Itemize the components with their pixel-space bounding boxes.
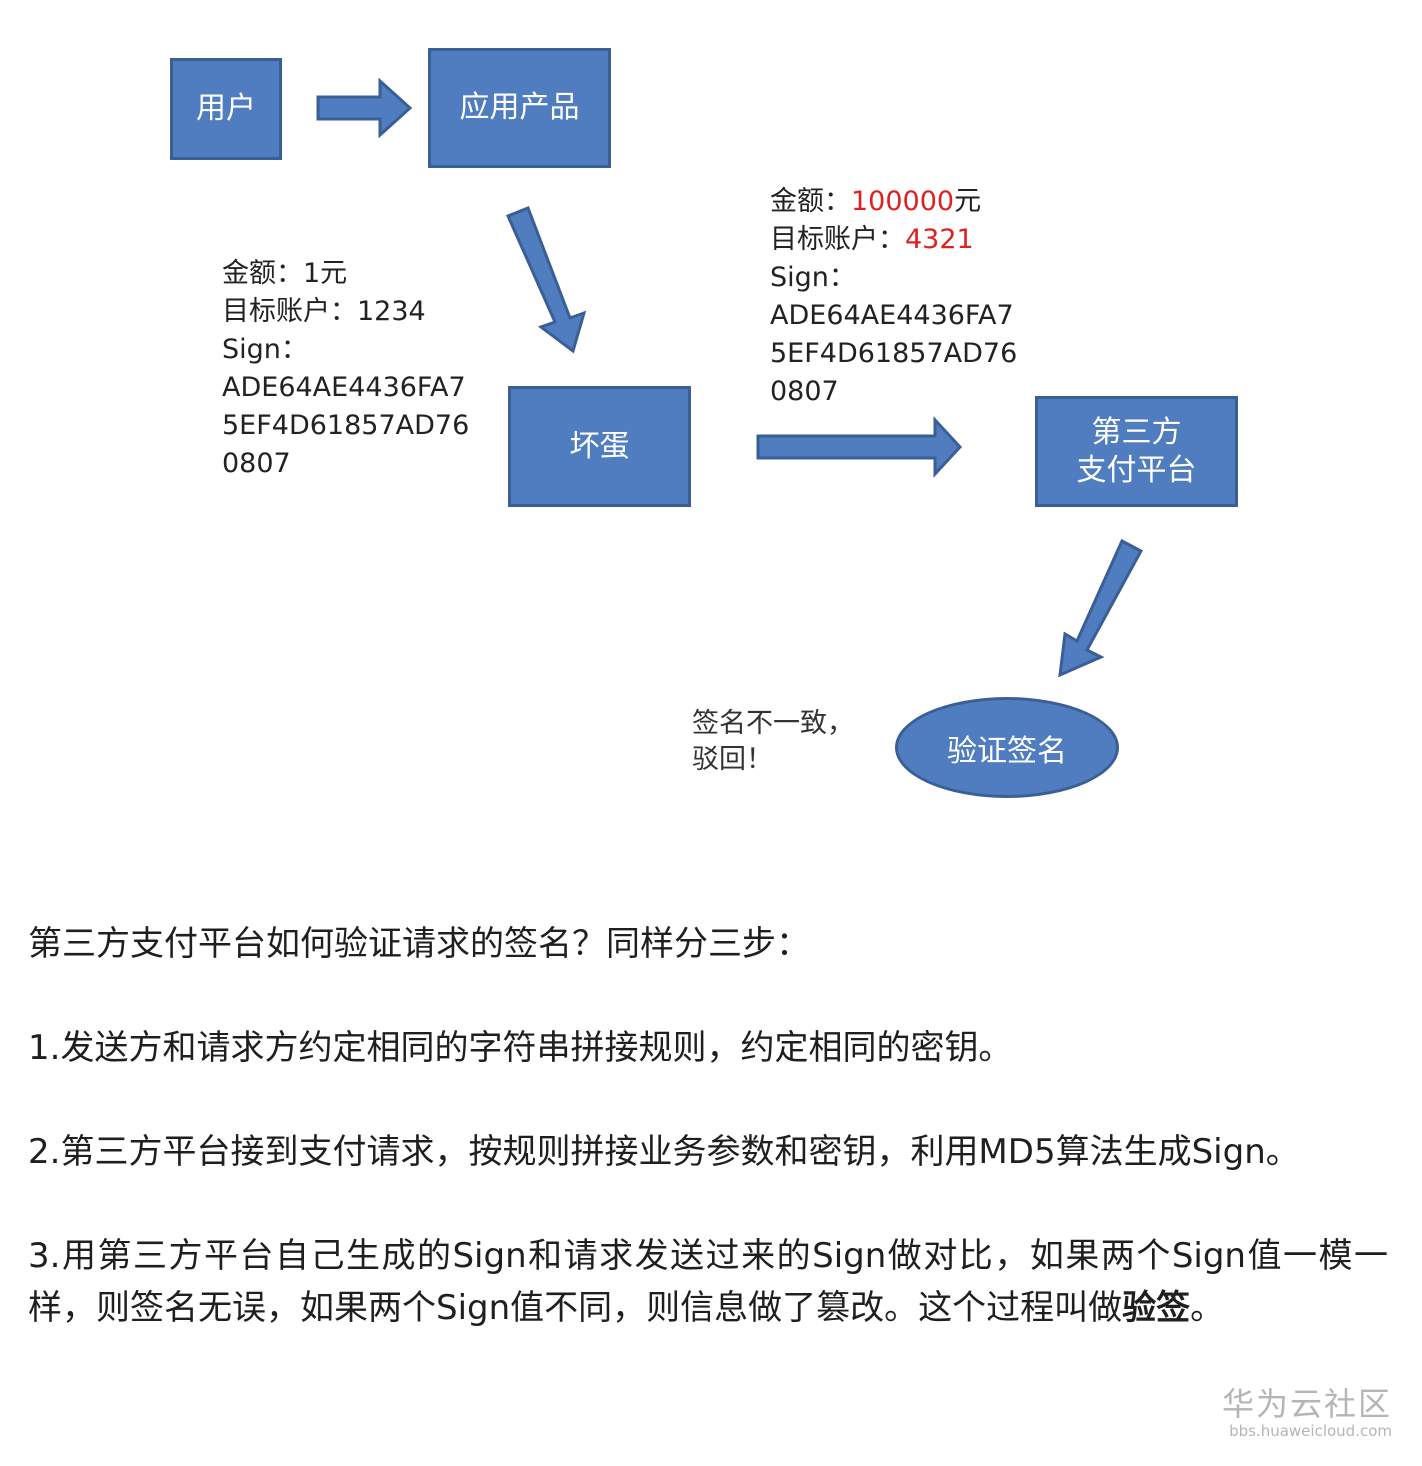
tampered-amount-value: 100000 (851, 186, 955, 217)
reject-line1: 签名不一致， (692, 708, 854, 739)
article-step3-bold: 验签 (1122, 1288, 1191, 1328)
article-step1: 1.发送方和请求方约定相同的字符串拼接规则，约定相同的密钥。 (28, 1028, 1013, 1068)
original-sign-label: Sign： (222, 334, 308, 365)
node-verify: 验证签名 (895, 697, 1119, 798)
signature-flow-diagram: 用户 应用产品 坏蛋 第三方 支付平台 验证签名 金额：1元 目标账户：1234… (170, 48, 1238, 798)
arrow-user-to-app (316, 77, 413, 139)
article-body: 第三方支付平台如何验证请求的签名？同样分三步： 1.发送方和请求方约定相同的字符… (28, 918, 1388, 1334)
diagram-arrows (316, 77, 1144, 678)
node-platform-label-line2: 支付平台 (1076, 452, 1197, 488)
node-verify-label: 验证签名 (947, 733, 1067, 769)
article-step3-text: 3.用第三方平台自己生成的Sign和请求发送过来的Sign做对比，如果两个Sig… (28, 1236, 1388, 1328)
reject-line2: 驳回！ (692, 744, 773, 775)
arrow-platform-to-verify (1058, 538, 1144, 678)
original-request-note: 金额：1元 目标账户：1234 Sign： ADE64AE4436FA7 5EF… (222, 255, 469, 483)
tampered-account-value: 4321 (905, 224, 974, 255)
tampered-sign-line3: 0807 (770, 376, 839, 407)
article-step2: 2.第三方平台接到支付请求，按规则拼接业务参数和密钥，利用MD5算法生成Sign… (28, 1132, 1300, 1172)
tampered-amount-label: 金额： (770, 186, 851, 217)
original-sign-line2: 5EF4D61857AD76 (222, 410, 470, 441)
original-sign-line1: ADE64AE4436FA7 (222, 372, 466, 403)
reject-note: 签名不一致， 驳回！ (692, 706, 854, 778)
tampered-amount-unit: 元 (954, 186, 982, 217)
article-step3: 3.用第三方平台自己生成的Sign和请求发送过来的Sign做对比，如果两个Sig… (28, 1230, 1388, 1334)
original-sign-line3: 0807 (222, 448, 291, 479)
watermark-main: 华为云社区 (1221, 1385, 1392, 1423)
original-amount-value: 1元 (303, 258, 348, 289)
node-app-label: 应用产品 (459, 90, 580, 126)
article-intro: 第三方支付平台如何验证请求的签名？同样分三步： (28, 924, 810, 964)
article-step3-end: 。 (1190, 1288, 1225, 1328)
original-account-label: 目标账户： (222, 296, 357, 327)
node-platform-label-line1: 第三方 (1091, 415, 1182, 450)
tampered-sign-line2: 5EF4D61857AD76 (770, 338, 1018, 369)
arrow-app-to-attacker (505, 206, 587, 354)
node-user: 用户 (170, 58, 282, 160)
tampered-sign-line1: ADE64AE4436FA7 (770, 300, 1014, 331)
tampered-request-note: 金额：100000元 目标账户：4321 Sign： ADE64AE4436FA… (770, 183, 1017, 411)
node-attacker: 坏蛋 (508, 386, 691, 507)
arrow-attacker-to-platform (756, 416, 963, 478)
watermark-sub: bbs.huaweicloud.com (1229, 1422, 1392, 1440)
original-account-value: 1234 (357, 296, 426, 327)
original-amount-label: 金额： (222, 258, 303, 289)
tampered-sign-label: Sign： (770, 262, 856, 293)
tampered-account-label: 目标账户： (770, 224, 905, 255)
node-app: 应用产品 (428, 48, 611, 168)
watermark: 华为云社区 bbs.huaweicloud.com (1222, 1386, 1392, 1440)
node-attacker-label: 坏蛋 (569, 428, 630, 464)
node-platform: 第三方 支付平台 (1035, 396, 1238, 507)
node-user-label: 用户 (196, 91, 256, 127)
